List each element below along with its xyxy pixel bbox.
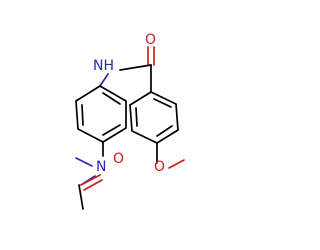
methoxyphenyl-inner-bond-3 — [135, 107, 138, 127]
acetyl-co-double-bond-b — [83, 179, 103, 191]
amine-n-label: N — [96, 159, 106, 175]
acetyl-methyl-bond — [78, 184, 84, 210]
amide-nh-label: NH — [93, 58, 114, 74]
structure-canvas: NH O O N O — [75, 32, 185, 210]
amide-o-label: O — [145, 32, 156, 48]
anilide-inner-bond-3 — [81, 104, 84, 126]
n-methyl-bond — [75, 157, 93, 167]
anilide-inner-bond-1 — [102, 92, 121, 105]
n-aryl-bond — [99, 73, 109, 87]
anilide-ring — [75, 85, 127, 143]
anilide-inner-bond-2 — [102, 124, 121, 136]
methoxy-methyl-bond — [168, 159, 185, 169]
acetyl-co-double-bond-a — [80, 174, 101, 186]
molecule-diagram: NH O O N O — [75, 32, 185, 210]
methoxyphenyl-inner-bond-1 — [153, 98, 172, 108]
amide-c-n-bond — [119, 64, 152, 71]
methoxy-o-label: O — [154, 159, 165, 175]
acetyl-o-label: O — [113, 151, 124, 167]
methoxyphenyl-inner-bond-2 — [156, 125, 173, 137]
